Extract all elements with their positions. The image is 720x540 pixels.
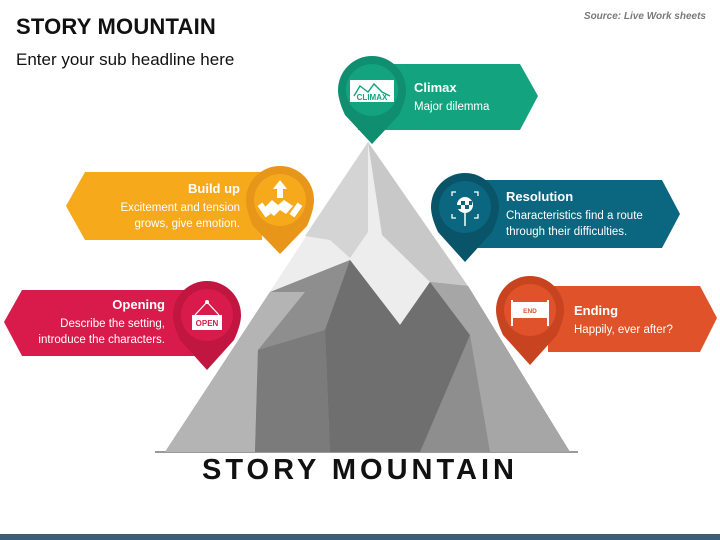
opening-card: OPEN: [4, 281, 241, 370]
mountain-snow-shadow: [305, 142, 368, 258]
mountain-rock-lower: [255, 330, 330, 452]
end-sign-text: END: [523, 308, 537, 315]
opening-text: Opening Describe the setting, introduce …: [14, 297, 165, 348]
climax-sign-icon: CLIMAX: [350, 80, 394, 102]
ending-desc: Happily, ever after?: [574, 322, 673, 338]
buildup-arrow-shape: [66, 172, 262, 240]
bottom-bar: [0, 534, 720, 540]
resolution-desc-line: Characteristics find a route: [506, 210, 643, 222]
climax-text: Climax Major dilemma: [414, 80, 489, 115]
buildup-desc-line: grows, give emotion.: [134, 218, 240, 230]
buildup-text: Build up Excitement and tension grows, g…: [84, 181, 240, 232]
end-banner-icon: END: [511, 300, 549, 326]
resolution-arrow-shape: [472, 180, 680, 248]
mountain-rock-right-face: [430, 282, 570, 452]
ending-desc-line: Happily, ever after?: [574, 324, 673, 336]
opening-title: Opening: [112, 297, 165, 312]
buildup-desc-line: Excitement and tension: [120, 202, 240, 214]
open-sign-text: OPEN: [196, 319, 219, 328]
climax-desc-line: Major dilemma: [414, 101, 490, 113]
ending-title: Ending: [574, 303, 619, 318]
ending-arrow-shape: [548, 286, 717, 352]
climax-title: Climax: [414, 80, 457, 95]
resolution-desc: Characteristics find a route through the…: [506, 208, 643, 240]
opening-desc: Describe the setting, introduce the char…: [14, 316, 165, 348]
buildup-desc: Excitement and tension grows, give emoti…: [84, 200, 240, 232]
page-title: STORY MOUNTAIN: [16, 14, 216, 39]
mountain-snow-cap: [270, 142, 468, 325]
opening-arrow-shape: [4, 290, 196, 356]
page-subtitle: Enter your sub headline here: [16, 50, 235, 69]
target-flag-icon: [451, 191, 479, 226]
source-note: Source: Live Work sheets: [583, 11, 706, 22]
mountain-label: STORY MOUNTAIN: [202, 454, 518, 486]
buildup-title: Build up: [188, 181, 240, 196]
resolution-title: Resolution: [506, 189, 574, 204]
climax-sign-text: CLIMAX: [357, 93, 388, 102]
open-sign-icon: OPEN: [192, 300, 222, 330]
resolution-desc-line: through their difficulties.: [506, 226, 628, 238]
opening-desc-line: introduce the characters.: [38, 334, 165, 346]
climax-card: CLIMAX: [338, 56, 538, 144]
mountain-rock-dark: [325, 260, 470, 452]
mountain-illustration: [155, 142, 578, 453]
handshake-arrow-icon: [257, 180, 303, 218]
mountain-right-face: [368, 142, 468, 286]
climax-desc: Major dilemma: [414, 99, 489, 115]
buildup-card: [66, 166, 314, 254]
ending-card: END: [496, 276, 717, 365]
resolution-text: Resolution Characteristics find a route …: [506, 189, 643, 240]
ending-text: Ending Happily, ever after?: [574, 303, 673, 338]
mountain-rock-left-face: [165, 292, 305, 452]
opening-desc-line: Describe the setting,: [60, 318, 165, 330]
resolution-card: [431, 173, 680, 262]
